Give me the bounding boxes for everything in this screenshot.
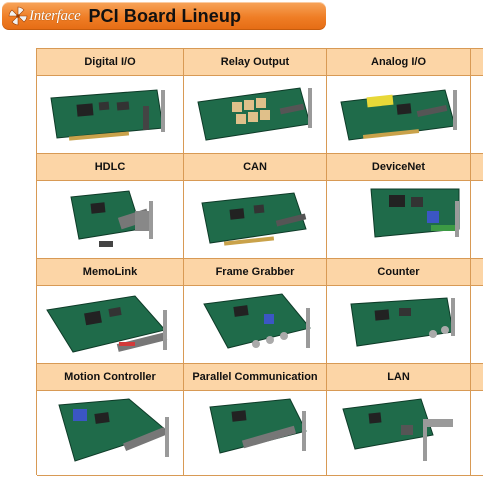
cell-label	[471, 259, 483, 286]
board-photo	[471, 181, 483, 259]
board-photo	[37, 391, 184, 476]
pci-board-icon	[201, 192, 307, 246]
pci-board-icon	[370, 188, 460, 238]
title-banner: Interface PCI Board Lineup	[2, 2, 326, 30]
cell-label: Relay Output	[184, 49, 327, 76]
cell-label: MemoLink	[37, 259, 184, 286]
board-photo	[471, 76, 483, 154]
brand-name: Interface	[29, 7, 81, 24]
page-title: PCI Board Lineup	[88, 5, 242, 26]
board-photo	[327, 181, 471, 259]
pci-board-icon	[50, 89, 165, 141]
cell-label: Parallel Communication	[184, 364, 327, 391]
cell-label: CAN	[184, 154, 327, 181]
cell-label: HDLC	[37, 154, 184, 181]
cell-label	[471, 154, 483, 181]
pinwheel-logo-icon	[8, 6, 28, 26]
brand-logo: Interface	[8, 4, 81, 28]
board-photo	[471, 286, 483, 364]
board-photo	[327, 286, 471, 364]
cell-label: Analog I/O	[327, 49, 471, 76]
pci-board-icon	[350, 297, 455, 347]
cell-label: DeviceNet	[327, 154, 471, 181]
board-photo	[184, 76, 327, 154]
board-photo	[184, 391, 327, 476]
board-photo	[184, 286, 327, 364]
board-photo	[37, 76, 184, 154]
cell-label: Digital I/O	[37, 49, 184, 76]
board-photo	[37, 286, 184, 364]
pci-board-icon	[342, 398, 453, 461]
board-photo	[327, 391, 471, 476]
board-lineup-grid: Digital I/O Relay Output Analog I/O	[36, 48, 483, 476]
board-photo	[471, 391, 483, 476]
pci-board-icon	[340, 89, 457, 141]
pci-board-icon	[46, 295, 168, 353]
cell-label: Frame Grabber	[184, 259, 327, 286]
board-photo	[184, 181, 327, 259]
pci-board-icon	[70, 190, 153, 247]
cell-label: LAN	[327, 364, 471, 391]
pci-board-icon	[203, 293, 311, 349]
pci-board-icon	[197, 87, 312, 141]
cell-label	[471, 364, 483, 391]
board-photo	[37, 181, 184, 259]
pci-board-icon	[209, 398, 307, 454]
board-photo	[327, 76, 471, 154]
cell-label: Counter	[327, 259, 471, 286]
pci-board-icon	[58, 398, 169, 462]
cell-label: Motion Controller	[37, 364, 184, 391]
cell-label	[471, 49, 483, 76]
